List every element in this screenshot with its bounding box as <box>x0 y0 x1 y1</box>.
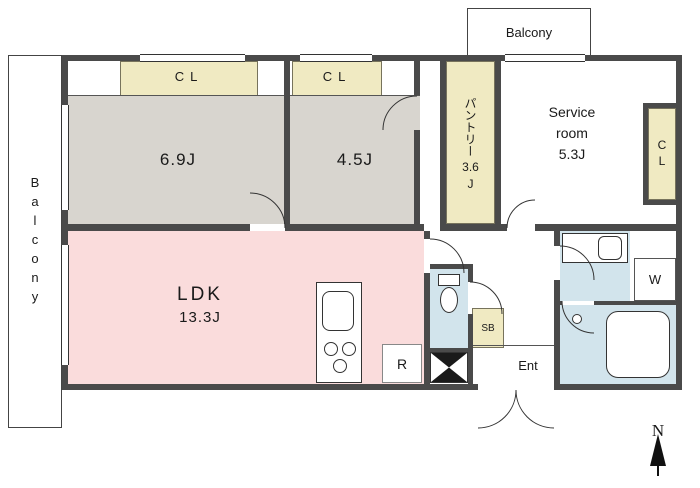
window-ldk <box>61 245 69 365</box>
wall-closet3-bottom <box>643 200 676 205</box>
balcony-door-service-room <box>505 54 585 62</box>
bedroom-2-label: 4.5J <box>336 150 374 169</box>
vanity-sink <box>598 236 622 260</box>
bedroom-1-label: 6.9J <box>159 150 197 169</box>
front-door-opening <box>478 384 554 390</box>
closet-3 <box>648 108 676 200</box>
front-door-arc-left <box>477 389 517 429</box>
pantry-label: パントリー 3.6 J <box>446 66 495 221</box>
ldk-name: LDK <box>177 284 223 305</box>
window-top-bedroom1 <box>140 54 245 62</box>
wall-bath-divider-b <box>594 301 676 305</box>
compass-label: N <box>651 421 665 440</box>
service-room-line1: Service <box>548 104 596 120</box>
front-door-arc-right <box>515 389 555 429</box>
wall-bath-divider-a <box>554 301 562 305</box>
wall-toilet-right-a <box>468 264 473 282</box>
wall-washroom-left-a <box>554 231 560 246</box>
wall-under-service-a <box>501 224 507 231</box>
window-bedroom1 <box>61 105 69 210</box>
wall-toilet-right-b <box>468 314 473 384</box>
washer-label: W <box>648 272 662 287</box>
wall-toilet-top <box>430 264 473 269</box>
toilet-bowl <box>440 287 458 313</box>
ldk-room <box>68 231 424 384</box>
wall-bedroom2-right-a <box>414 61 420 96</box>
wall-washroom-left-b <box>554 280 560 384</box>
balcony-top-label: Balcony <box>505 25 553 40</box>
wall-ldk-right-a <box>424 231 430 239</box>
ldk-size: 13.3J <box>179 308 221 326</box>
stove-burner-3 <box>333 359 347 373</box>
wall-under-pantry <box>440 224 501 231</box>
service-room-line2: room <box>556 125 588 141</box>
refrigerator-box: R <box>382 344 422 383</box>
closet-2-front-line <box>290 95 420 96</box>
wall-bedroom2-right-b <box>414 130 420 224</box>
meter-box-hatch-icon <box>431 353 467 382</box>
wall-under-service-b <box>535 224 676 231</box>
balcony-top: Balcony <box>467 8 591 57</box>
shoe-box <box>472 308 504 348</box>
entrance-label: Ent <box>518 358 538 373</box>
shower-fixture <box>572 314 582 324</box>
wall-ldk-separator-a <box>68 224 250 231</box>
washer-box: W <box>634 258 676 301</box>
wall-bedroom-partition <box>284 61 290 224</box>
kitchen-sink <box>322 291 354 331</box>
shoe-box-label: SB <box>481 322 495 334</box>
service-room-size: 5.3J <box>558 146 586 162</box>
wall-ldk-right-b <box>424 273 430 384</box>
pantry-name: パントリー <box>463 96 477 157</box>
wall-pantry-right <box>495 61 501 231</box>
service-room-label: Service room 5.3J <box>501 102 643 165</box>
closet-2-label: CL <box>322 69 352 84</box>
closet-1-front-line <box>68 95 284 96</box>
balcony-left: Balcony <box>8 55 62 428</box>
pantry <box>446 61 495 224</box>
pantry-unit: J <box>467 176 474 191</box>
stove-burner-1 <box>324 342 338 356</box>
entry-step-line <box>473 345 554 346</box>
closet-1-label: CL <box>174 69 204 84</box>
stove-burner-2 <box>342 342 356 356</box>
bathtub <box>606 311 670 378</box>
toilet-tank <box>438 274 460 286</box>
wall-toilet-bottom <box>430 348 468 352</box>
ldk-label: LDK 13.3J <box>130 282 270 328</box>
bedroom-1 <box>68 96 284 224</box>
balcony-left-label: Balcony <box>27 175 43 308</box>
refrigerator-label: R <box>396 355 408 372</box>
window-top-bedroom2 <box>300 54 372 62</box>
wall-closet3-top <box>643 103 676 108</box>
pantry-size: 3.6 <box>462 159 479 174</box>
wall-ldk-separator-b <box>285 224 424 231</box>
wall-pantry-left <box>440 61 446 231</box>
meter-box <box>430 352 468 383</box>
closet-3-label: CL <box>655 138 669 170</box>
wall-closet3-left <box>643 103 648 205</box>
